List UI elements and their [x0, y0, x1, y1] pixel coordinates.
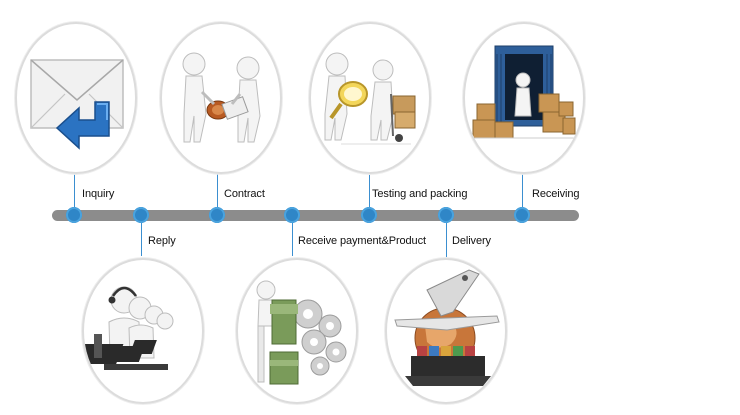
delivery-node: [438, 207, 454, 223]
reply-connector: [141, 218, 142, 256]
reply-label: Reply: [148, 235, 176, 247]
receiving-node: [514, 207, 530, 223]
inquiry-label: Inquiry: [82, 188, 115, 200]
receiving-connector: [522, 172, 523, 212]
receiving-illustration: [463, 22, 585, 174]
container-boxes-icon: [471, 45, 577, 139]
magnifier-cart-icon: [324, 52, 416, 145]
reply-node: [133, 207, 149, 223]
call-center-icon: [84, 286, 174, 370]
testing-packing-label: Testing and packing: [372, 188, 468, 200]
contract-label: Contract: [224, 188, 265, 200]
delivery-connector: [446, 218, 447, 258]
testing-packing-illustration: [309, 22, 431, 174]
inquiry-connector: [74, 172, 75, 212]
testing-packing-node: [361, 207, 377, 223]
timeline-bar: [52, 210, 579, 221]
receive-payment-label: Receive payment&Product: [298, 235, 426, 247]
reply-illustration: [82, 258, 204, 404]
receive-payment-illustration: [236, 258, 358, 404]
testing-packing-connector: [369, 172, 370, 212]
receive-payment-connector: [292, 218, 293, 256]
contract-connector: [217, 172, 218, 212]
money-gears-icon: [256, 280, 347, 385]
contract-node: [209, 207, 225, 223]
inquiry-illustration: [15, 22, 137, 174]
envelope-arrow-icon: [30, 59, 124, 150]
contract-illustration: [160, 22, 282, 174]
receiving-label: Receiving: [532, 188, 580, 200]
delivery-label: Delivery: [452, 235, 491, 247]
plane-globe-ship-icon: [394, 269, 500, 386]
inquiry-node: [66, 207, 82, 223]
delivery-illustration: [385, 258, 507, 404]
receive-payment-node: [284, 207, 300, 223]
handshake-contract-icon: [182, 52, 261, 143]
